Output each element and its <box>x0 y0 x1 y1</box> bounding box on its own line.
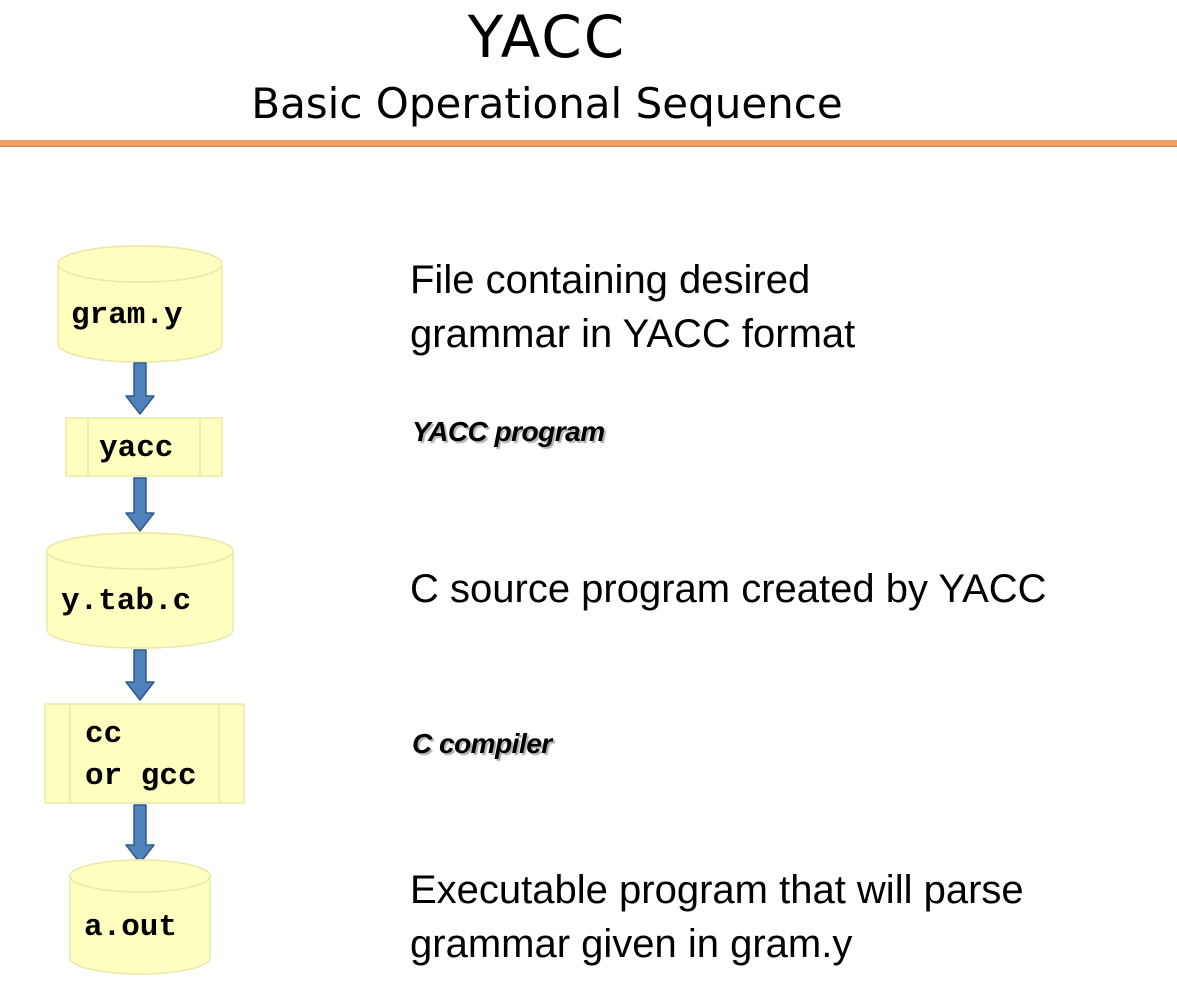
node-label-yacc: yacc <box>99 431 174 466</box>
node-cc <box>44 703 245 804</box>
desc-a-out-line2: grammar given in gram.y <box>410 922 853 966</box>
desc-y-tab-c: C source program created by YACC <box>410 567 1047 611</box>
arrow-cc-to-aout <box>125 804 155 864</box>
node-label-or-gcc: or gcc <box>85 759 197 794</box>
desc-a-out-line1: Executable program that will parse <box>410 868 1024 912</box>
node-label-y-tab-c: y.tab.c <box>61 584 192 619</box>
node-label-gram-y: gram.y <box>71 298 183 333</box>
arrow-gram-to-yacc <box>125 362 155 415</box>
arrow-ytabc-to-cc <box>125 649 155 701</box>
arrow-yacc-to-ytabc <box>125 477 155 532</box>
title-divider <box>0 140 1177 147</box>
node-yacc <box>65 417 223 477</box>
node-y-tab-c <box>46 532 234 649</box>
node-label-cc: cc <box>85 717 123 752</box>
note-c-compiler: C compiler <box>412 728 552 759</box>
desc-gram-y-line1: File containing desired <box>410 258 811 302</box>
node-a-out <box>69 859 211 975</box>
node-gram-y <box>57 245 223 363</box>
page-title: YACC <box>467 3 627 71</box>
page-subtitle: Basic Operational Sequence <box>251 79 843 128</box>
note-yacc-program: YACC program <box>412 416 605 447</box>
desc-gram-y-line2: grammar in YACC format <box>410 312 856 356</box>
node-label-a-out: a.out <box>84 910 178 945</box>
